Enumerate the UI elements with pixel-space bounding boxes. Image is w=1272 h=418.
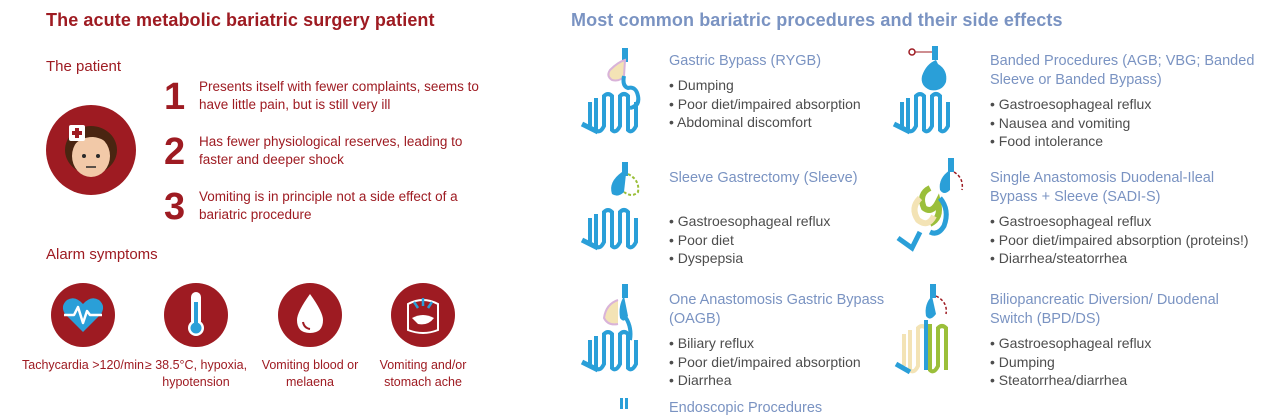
effect-item: Gastroesophageal reflux: [990, 212, 1249, 231]
point-text-3: Vomiting is in principle not a side effe…: [199, 189, 458, 222]
effect-item: Gastroesophageal reflux: [669, 212, 831, 231]
effect-item: Dumping: [990, 353, 1151, 372]
effect-item: Diarrhea: [669, 371, 861, 390]
procedure-effects-oagb: Biliary reflux Poor diet/impaired absorp…: [669, 334, 861, 390]
left-panel-title: The acute metabolic bariatric surgery pa…: [46, 10, 435, 30]
patient-heading: The patient: [46, 58, 122, 75]
sadi-s-diagram-icon: [890, 158, 970, 254]
alarm-heading: Alarm symptoms: [46, 246, 158, 263]
point-text-2: Has fewer physiological reserves, leadin…: [199, 134, 463, 167]
effect-item: Gastroesophageal reflux: [990, 334, 1152, 353]
oagb-diagram-icon: [578, 284, 658, 376]
bpd-ds-diagram-icon: [890, 284, 970, 376]
alarm-label-fever: ≥ 38.5°C, hypoxia, hypotension: [144, 358, 248, 389]
point-number-3: 3: [164, 186, 186, 228]
procedure-effects-banded: Gastroesophageal reflux Nausea and vomit…: [990, 95, 1152, 151]
effect-item: Diarrhea/steatorrhea: [990, 249, 1249, 268]
effect-item: Poor diet/impaired absorption: [669, 353, 861, 372]
effect-item: Nausea and vomiting: [990, 114, 1151, 133]
procedure-effects-sadi-s: Gastroesophageal reflux Poor diet/impair…: [990, 212, 1249, 268]
procedure-title-rygb: Gastric Bypass (RYGB): [669, 53, 822, 69]
procedure-title-banded: Banded Procedures (AGB; VBG; Banded Slee…: [990, 53, 1255, 88]
patient-avatar-icon: [45, 104, 137, 196]
stomach-ache-icon: [390, 282, 456, 348]
point-number-1: 1: [164, 76, 186, 118]
endoscopic-diagram-icon: [618, 398, 630, 409]
effect-item: Poor diet/impaired absorption (proteins!…: [990, 231, 1249, 250]
procedure-effects-sleeve: Gastroesophageal reflux Poor diet Dyspep…: [669, 212, 831, 268]
effect-item: Dyspepsia: [669, 249, 830, 268]
effect-item: Poor diet: [669, 231, 830, 250]
effect-item: Poor diet/impaired absorption: [669, 95, 861, 114]
effect-item: Steatorrhea/diarrhea: [990, 371, 1151, 390]
effect-item: Biliary reflux: [669, 334, 861, 353]
effect-item: Dumping: [669, 76, 861, 95]
alarm-label-vomiting-blood: Vomiting blood or melaena: [261, 358, 359, 389]
procedure-effects-bpd-ds: Gastroesophageal reflux Dumping Steatorr…: [990, 334, 1152, 390]
thermometer-icon: [163, 282, 229, 348]
banded-diagram-icon: [890, 46, 970, 138]
procedure-title-oagb: One Anastomosis Gastric Bypass (OAGB): [669, 292, 885, 327]
blood-drop-icon: [277, 282, 343, 348]
right-panel-title: Most common bariatric procedures and the…: [571, 10, 1063, 30]
procedure-effects-rygb: Dumping Poor diet/impaired absorption Ab…: [669, 76, 861, 132]
effect-item: Food intolerance: [990, 132, 1151, 151]
point-text-1: Presents itself with fewer complaints, s…: [199, 79, 479, 112]
alarm-label-tachycardia: Tachycardia >120/min: [22, 358, 144, 372]
procedure-title-sadi-s: Single Anastomosis Duodenal-Ileal Bypass…: [990, 170, 1215, 205]
procedure-title-sleeve: Sleeve Gastrectomy (Sleeve): [669, 170, 858, 186]
sleeve-diagram-icon: [578, 162, 658, 254]
rygb-diagram-icon: [578, 46, 658, 138]
procedure-title-bpd-ds: Biliopancreatic Diversion/ Duodenal Swit…: [990, 292, 1219, 327]
effect-item: Abdominal discomfort: [669, 113, 861, 132]
point-number-2: 2: [164, 131, 186, 173]
effect-item: Gastroesophageal reflux: [990, 95, 1152, 114]
heart-pulse-icon: [50, 282, 116, 348]
alarm-label-stomach-ache: Vomiting and/or stomach ache: [379, 358, 467, 389]
